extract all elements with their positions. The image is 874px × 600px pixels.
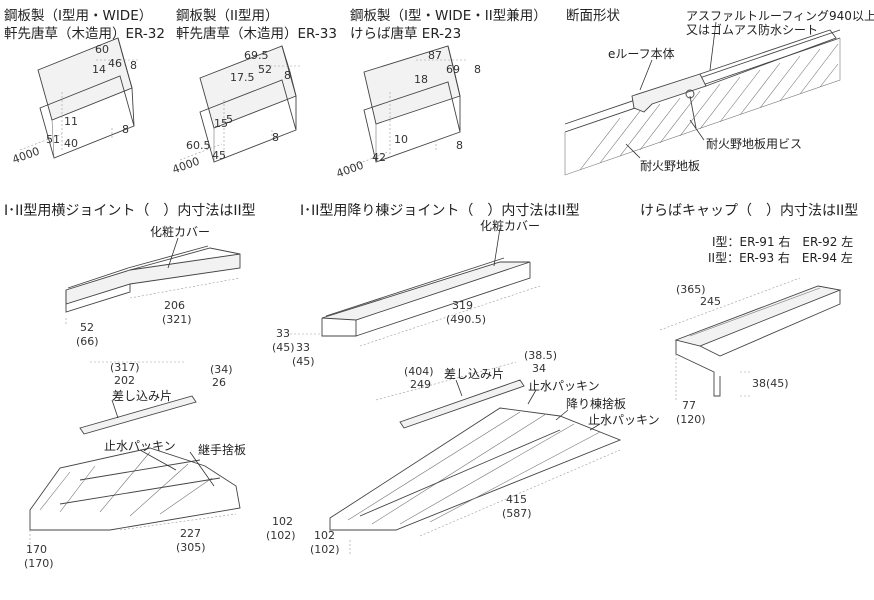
cap-dim-245: 245 xyxy=(700,295,721,308)
h-joint-jointplate-label: 継手捨板 xyxy=(198,443,247,457)
er33-title-line1: 鋼板製（II型用） xyxy=(176,8,279,24)
r-joint-cover-dim-45a: (45) xyxy=(272,341,295,354)
board-label: 耐火野地板 xyxy=(640,159,701,173)
r-joint-plate-dim-404: (404) xyxy=(404,365,434,378)
membrane-label-line2: 又はゴムアス防水シート xyxy=(686,23,819,37)
r-joint-base-dim-102c: 102 xyxy=(314,529,335,542)
h-joint-cover-dim-321: (321) xyxy=(162,313,192,326)
r-joint-base-dim-415: 415 xyxy=(506,493,527,506)
er32-dim-offset: 14 xyxy=(92,63,106,76)
er33-dim-offset: 17.5 xyxy=(230,71,255,84)
r-joint-base-dim-102b: (102) xyxy=(266,529,296,542)
r-joint-plate-dim-249: 249 xyxy=(410,378,431,391)
verge-cap-drawing xyxy=(659,277,842,400)
er32-dim-top: 46 xyxy=(108,57,122,70)
er33-dim-inner: 15 xyxy=(214,117,228,130)
r-joint-cover-dim-319: 319 xyxy=(452,299,473,312)
er33-dim-hem: 8 xyxy=(272,131,279,144)
r-joint-cover-dim-33a: 33 xyxy=(276,327,290,340)
r-joint-base-dim-102d: (102) xyxy=(310,543,340,556)
h-joint-base-dim-170b: (170) xyxy=(24,557,54,570)
r-joint-plate-label: 差し込み片 xyxy=(444,367,505,381)
h-joint-plate-dim-202: 202 xyxy=(114,374,135,387)
h-joint-heading: I･II型用横ジョイント（ ）内寸法はII型 xyxy=(4,203,256,219)
er32-title-line2: 軒先唐草（木造用）ER-32 xyxy=(4,26,165,42)
er23-dim-inner: 10 xyxy=(394,133,408,146)
r-joint-plate-dim-385: (38.5) xyxy=(524,349,558,362)
er23-dim-width: 87 xyxy=(428,49,442,62)
er33-dim-lip: 8 xyxy=(284,69,291,82)
cap-dim-77: 77 xyxy=(682,399,696,412)
h-joint-cover-drawing xyxy=(65,245,241,326)
section-title: 断面形状 xyxy=(566,8,620,24)
h-joint-plate-label: 差し込み片 xyxy=(112,389,173,403)
er32-dim-inner: 11 xyxy=(64,115,78,128)
r-joint-packing1-label: 止水パッキン xyxy=(528,379,600,393)
cap-type-i: I型：ER-91 右 ER-92 左 xyxy=(712,235,854,249)
er23-dim-offset: 18 xyxy=(414,73,428,86)
r-joint-cover-label: 化粧カバー xyxy=(480,219,541,233)
eroof-label: eルーフ本体 xyxy=(608,47,675,61)
er23-title-line2: けらば唐草 ER-23 xyxy=(350,26,462,42)
r-joint-ridgeplate-label: 降り棟捨板 xyxy=(566,397,627,411)
r-joint-base-drawing xyxy=(329,361,622,556)
r-joint-cover-dim-4905: (490.5) xyxy=(446,313,487,326)
er32-dim-lip: 8 xyxy=(130,59,137,72)
er23-dim-height: 42 xyxy=(372,151,386,164)
er32-dim-depth: 51 xyxy=(46,133,60,146)
r-joint-cover-dim-45b: (45) xyxy=(292,355,315,368)
cap-type-ii: II型：ER-93 右 ER-94 左 xyxy=(708,251,853,265)
cap-dim-120: (120) xyxy=(676,413,706,426)
h-joint-plate-dim-34: (34) xyxy=(210,363,233,376)
r-joint-heading: I･II型用降り棟ジョイント（ ）内寸法はII型 xyxy=(300,203,580,219)
er23-drawing xyxy=(347,45,466,169)
er33-dim-depth: 60.5 xyxy=(186,139,211,152)
er33-dim-top: 52 xyxy=(258,63,272,76)
er32-dim-height: 40 xyxy=(64,137,78,150)
er33-dim-width: 69.5 xyxy=(244,49,269,62)
h-joint-base-dim-170: 170 xyxy=(26,543,47,556)
h-joint-base-dim-227: 227 xyxy=(180,527,201,540)
h-joint-plate-dim-317: (317) xyxy=(110,361,140,374)
h-joint-cover-dim-52: 52 xyxy=(80,321,94,334)
er33-drawing xyxy=(179,45,300,163)
h-joint-cover-dim-66: (66) xyxy=(76,335,99,348)
er23-dim-top: 69 xyxy=(446,63,460,76)
r-joint-base-dim-102a: 102 xyxy=(272,515,293,528)
er32-drawing xyxy=(19,37,140,159)
h-joint-plate-dim-26: 26 xyxy=(212,376,226,389)
er32-title-line1: 鋼板製（I型用・WIDE） xyxy=(4,8,153,24)
r-joint-plate-dim-34: 34 xyxy=(532,362,546,375)
membrane-label-line1: アスファルトルーフィング940以上 xyxy=(686,9,874,23)
r-joint-cover-drawing xyxy=(290,257,541,347)
er33-dim-height: 45 xyxy=(212,149,226,162)
cap-dim-365: (365) xyxy=(676,283,706,296)
h-joint-packing-label: 止水パッキン xyxy=(104,439,176,453)
r-joint-base-dim-587: (587) xyxy=(502,507,532,520)
h-joint-cover-label: 化粧カバー xyxy=(150,225,211,239)
er23-title-line1: 鋼板製（I型・WIDE・II型兼用） xyxy=(350,8,547,24)
er33-dim-gap: 5 xyxy=(226,113,233,126)
cross-section-drawing xyxy=(564,29,841,176)
r-joint-cover-dim-33b: 33 xyxy=(296,341,310,354)
leader-lines xyxy=(111,21,717,487)
er23-dim-lip: 8 xyxy=(474,63,481,76)
er32-dim-hem: 8 xyxy=(122,123,129,136)
h-joint-base-drawing xyxy=(29,361,241,544)
screw-label: 耐火野地板用ビス xyxy=(706,137,803,151)
h-joint-base-dim-305: (305) xyxy=(176,541,206,554)
er33-title-line2: 軒先唐草（木造用）ER-33 xyxy=(176,26,337,42)
cap-dim-38: 38(45) xyxy=(752,377,789,390)
er23-dim-hem: 8 xyxy=(456,139,463,152)
r-joint-packing2-label: 止水パッキン xyxy=(588,413,660,427)
h-joint-cover-dim-206: 206 xyxy=(164,299,185,312)
er32-dim-width: 60 xyxy=(95,43,109,56)
cap-heading: けらばキャップ（ ）内寸法はII型 xyxy=(640,203,859,219)
